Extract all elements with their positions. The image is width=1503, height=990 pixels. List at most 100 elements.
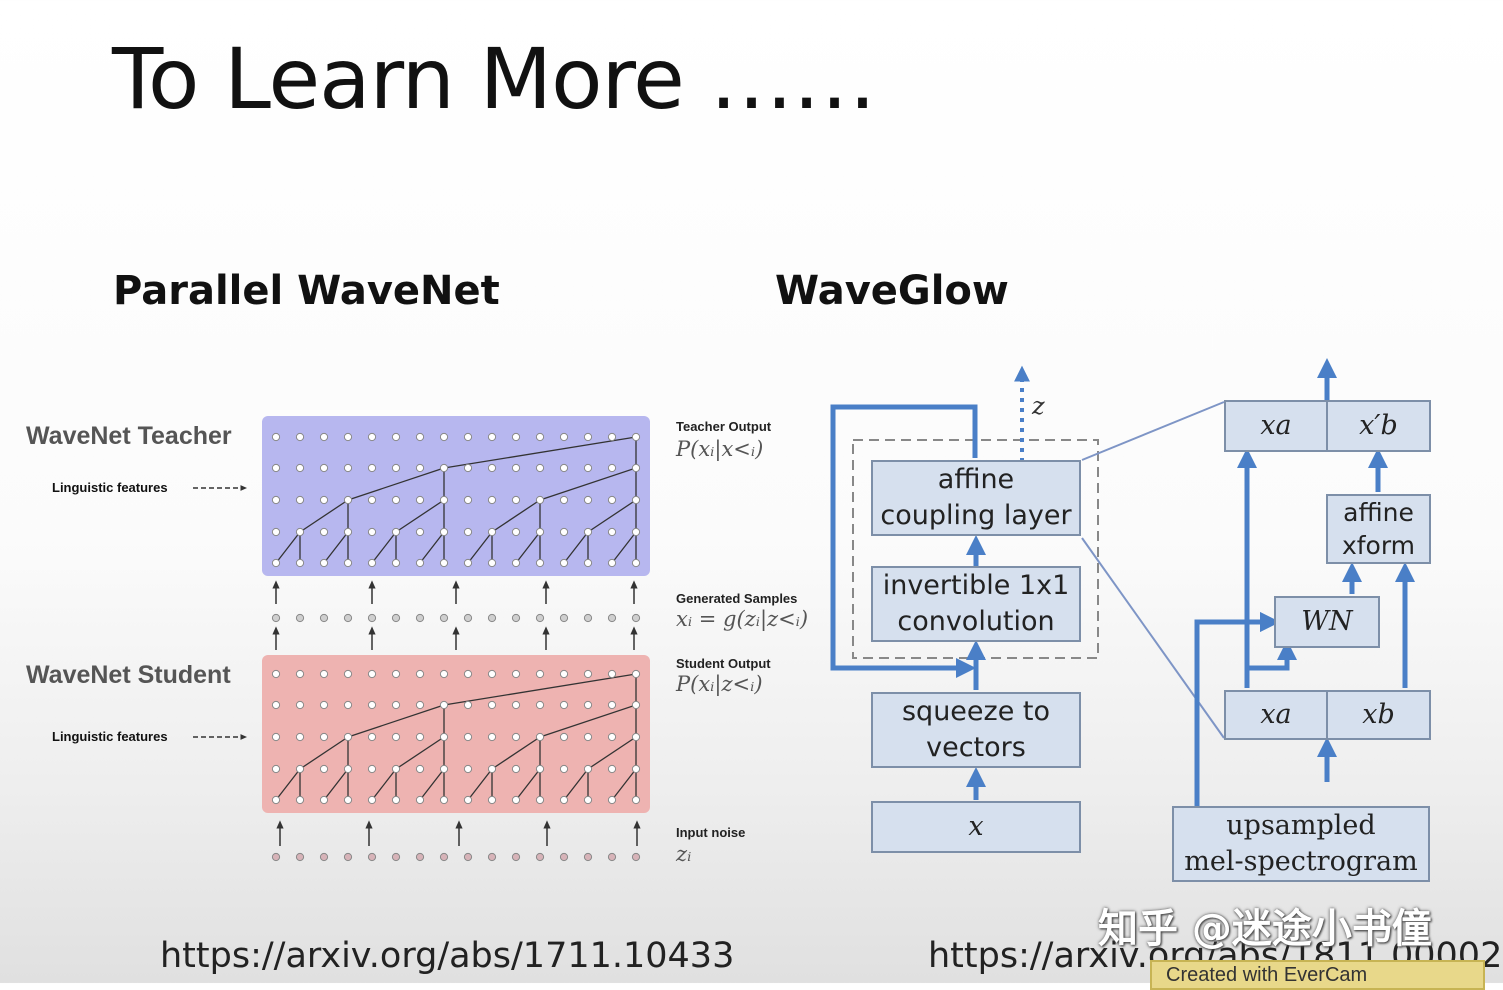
teacher-node (295, 558, 305, 568)
student-node (463, 700, 473, 710)
student-node (487, 732, 497, 742)
student-node (631, 669, 641, 679)
student-node (535, 795, 545, 805)
student-node (535, 669, 545, 679)
generated-sample-node (295, 613, 305, 623)
student-node (391, 669, 401, 679)
wavenet-student-label: WaveNet Student (26, 661, 231, 689)
teacher-connection (443, 436, 637, 469)
teacher-node (583, 432, 593, 442)
teacher-output-label: Teacher Output (676, 419, 772, 434)
invertible-line-1: invertible 1x1 (882, 570, 1070, 601)
student-node (439, 732, 449, 742)
input-noise-node (439, 852, 449, 862)
xa-output-box: xa (1224, 400, 1328, 452)
generated-sample-node (343, 613, 353, 623)
student-node (463, 795, 473, 805)
teacher-node (391, 527, 401, 537)
teacher-node (535, 495, 545, 505)
student-node (391, 764, 401, 774)
evercam-badge: Created with EverCam (1150, 960, 1485, 990)
student-node (439, 700, 449, 710)
student-node (367, 764, 377, 774)
input-noise-node (535, 852, 545, 862)
student-connection (371, 768, 397, 801)
teacher-node (415, 527, 425, 537)
student-node (319, 700, 329, 710)
teacher-node (487, 558, 497, 568)
student-node (295, 795, 305, 805)
linguistic-features-student: Linguistic features (52, 729, 168, 744)
teacher-node (631, 527, 641, 537)
teacher-connection (371, 531, 397, 564)
teacher-node (271, 527, 281, 537)
teacher-node (487, 495, 497, 505)
student-node (583, 669, 593, 679)
xb-input-box: xb (1326, 690, 1431, 740)
teacher-node (583, 558, 593, 568)
student-node (511, 764, 521, 774)
wn-box: WN (1274, 596, 1380, 648)
xb-prime-output-box: x′b (1326, 400, 1431, 452)
input-noise-label: Input noise (676, 825, 746, 840)
input-noise-node (487, 852, 497, 862)
student-node (487, 795, 497, 805)
student-node (295, 700, 305, 710)
xa-to-wn-arrow (1247, 640, 1297, 671)
student-node (607, 669, 617, 679)
affine-xform-line-1: affine (1343, 498, 1414, 527)
teacher-connection (587, 499, 637, 533)
teacher-node (631, 432, 641, 442)
generated-sample-node (271, 613, 281, 623)
input-noise-node (367, 852, 377, 862)
teacher-node (535, 527, 545, 537)
teacher-connection (611, 531, 637, 564)
teacher-node (559, 432, 569, 442)
teacher-connection (299, 499, 349, 533)
teacher-connection (419, 531, 445, 564)
generated-sample-node (559, 613, 569, 623)
teacher-connection (323, 531, 349, 564)
student-node (535, 700, 545, 710)
student-connection (467, 768, 493, 801)
mel-to-wn-arrow (1194, 612, 1280, 806)
student-node (343, 669, 353, 679)
teacher-node (271, 463, 281, 473)
student-node (439, 764, 449, 774)
student-node (415, 700, 425, 710)
teacher-network-panel (262, 416, 650, 576)
student-node (559, 669, 569, 679)
student-node (271, 700, 281, 710)
student-node (559, 795, 569, 805)
generated-sample-node (607, 613, 617, 623)
student-node (415, 795, 425, 805)
teacher-node (415, 432, 425, 442)
student-node (535, 732, 545, 742)
input-noise-node (391, 852, 401, 862)
student-node (415, 764, 425, 774)
parallel-wavenet-url[interactable]: https://arxiv.org/abs/1711.10433 (160, 936, 735, 976)
generated-sample-node (415, 613, 425, 623)
teacher-node (319, 558, 329, 568)
teacher-node (439, 527, 449, 537)
teacher-node (463, 558, 473, 568)
generated-sample-node (631, 613, 641, 623)
teacher-node (343, 558, 353, 568)
upsampled-line-1: upsampled (1226, 810, 1376, 841)
student-node (583, 732, 593, 742)
student-node (583, 764, 593, 774)
teacher-node (607, 432, 617, 442)
teacher-node (535, 558, 545, 568)
generated-samples-formula: xᵢ = g(zᵢ|z<ᵢ) (676, 607, 809, 631)
student-node (391, 795, 401, 805)
input-noise-node (271, 852, 281, 862)
student-node (295, 764, 305, 774)
teacher-node (535, 463, 545, 473)
student-node (463, 764, 473, 774)
student-node (487, 764, 497, 774)
student-connection (395, 736, 445, 770)
teacher-node (271, 558, 281, 568)
